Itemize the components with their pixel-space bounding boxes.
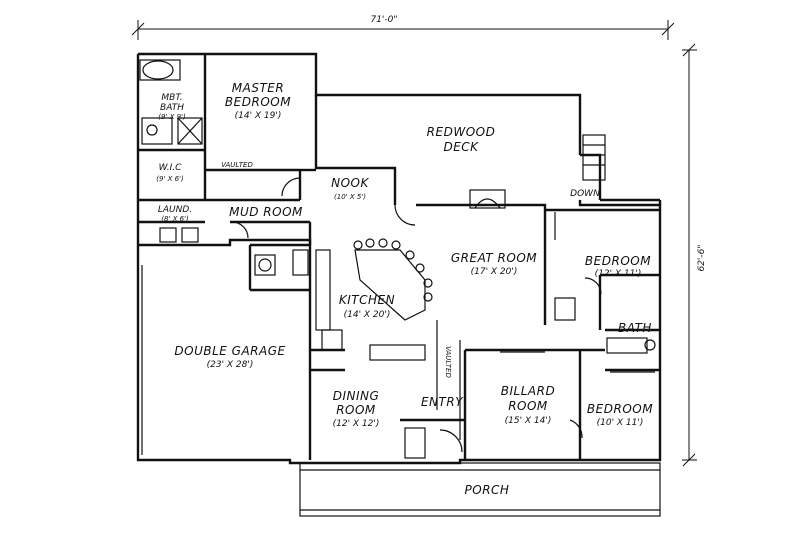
porch-label: PORCH — [465, 483, 510, 497]
billard-room-size: (15' X 14') — [505, 416, 552, 426]
exterior-walls — [136, 52, 662, 517]
bedroom-lower-label: BEDROOM — [587, 402, 653, 416]
master-bedroom-label-1: MASTER — [232, 81, 284, 95]
double-garage-label: DOUBLE GARAGE — [174, 344, 285, 358]
room-labels: MBT. BATH (9' X 9') MASTER BEDROOM (14' … — [156, 81, 653, 497]
dining-room-size: (12' X 12') — [333, 419, 380, 429]
laund-size: (8' X 6') — [161, 215, 189, 223]
depth-dimension: 62'-6" — [697, 244, 707, 271]
master-bedroom-label-2: BEDROOM — [225, 95, 291, 109]
fixtures — [139, 59, 656, 459]
mbt-bath-label-2: BATH — [160, 103, 184, 113]
billard-room-label-1: BILLARD — [501, 384, 555, 398]
dining-room-label-2: ROOM — [336, 403, 376, 417]
master-bedroom-size: (14' X 19') — [235, 111, 282, 121]
bedroom-lower-size: (10' X 11') — [597, 418, 644, 428]
vaulted-great-note: VAULTED — [444, 346, 452, 378]
vaulted-master-note: VAULTED — [221, 161, 253, 169]
wic-label: W.I.C — [159, 163, 183, 173]
wic-size: (9' X 6') — [156, 175, 184, 183]
great-room-label: GREAT ROOM — [451, 251, 537, 265]
bath-label: BATH — [618, 321, 652, 335]
dimension-lines — [131, 20, 697, 467]
great-room-size: (17' X 20') — [471, 267, 518, 277]
width-dimension: 71'-0" — [370, 15, 397, 25]
nook-label: NOOK — [331, 176, 369, 190]
mbt-bath-label-1: MBT. — [161, 93, 182, 103]
down-note: DOWN — [570, 189, 600, 199]
mud-room-label: MUD ROOM — [229, 205, 303, 219]
redwood-deck-label-2: DECK — [443, 140, 479, 154]
bedroom-upper-size: (12' X 11') — [595, 269, 642, 279]
entry-label: ENTRY — [421, 395, 464, 409]
redwood-deck-label-1: REDWOOD — [427, 125, 496, 139]
dining-room-label-1: DINING — [333, 389, 380, 403]
bedroom-upper-label: BEDROOM — [585, 254, 651, 268]
mbt-bath-size: (9' X 9') — [158, 113, 186, 121]
kitchen-size: (14' X 20') — [344, 310, 391, 320]
laund-label: LAUND. — [158, 205, 192, 215]
kitchen-label: KITCHEN — [339, 293, 395, 307]
billard-room-label-2: ROOM — [508, 399, 548, 413]
double-garage-size: (23' X 28') — [207, 360, 254, 370]
interior-walls — [138, 54, 660, 460]
nook-size: (10' X 5') — [334, 193, 366, 201]
